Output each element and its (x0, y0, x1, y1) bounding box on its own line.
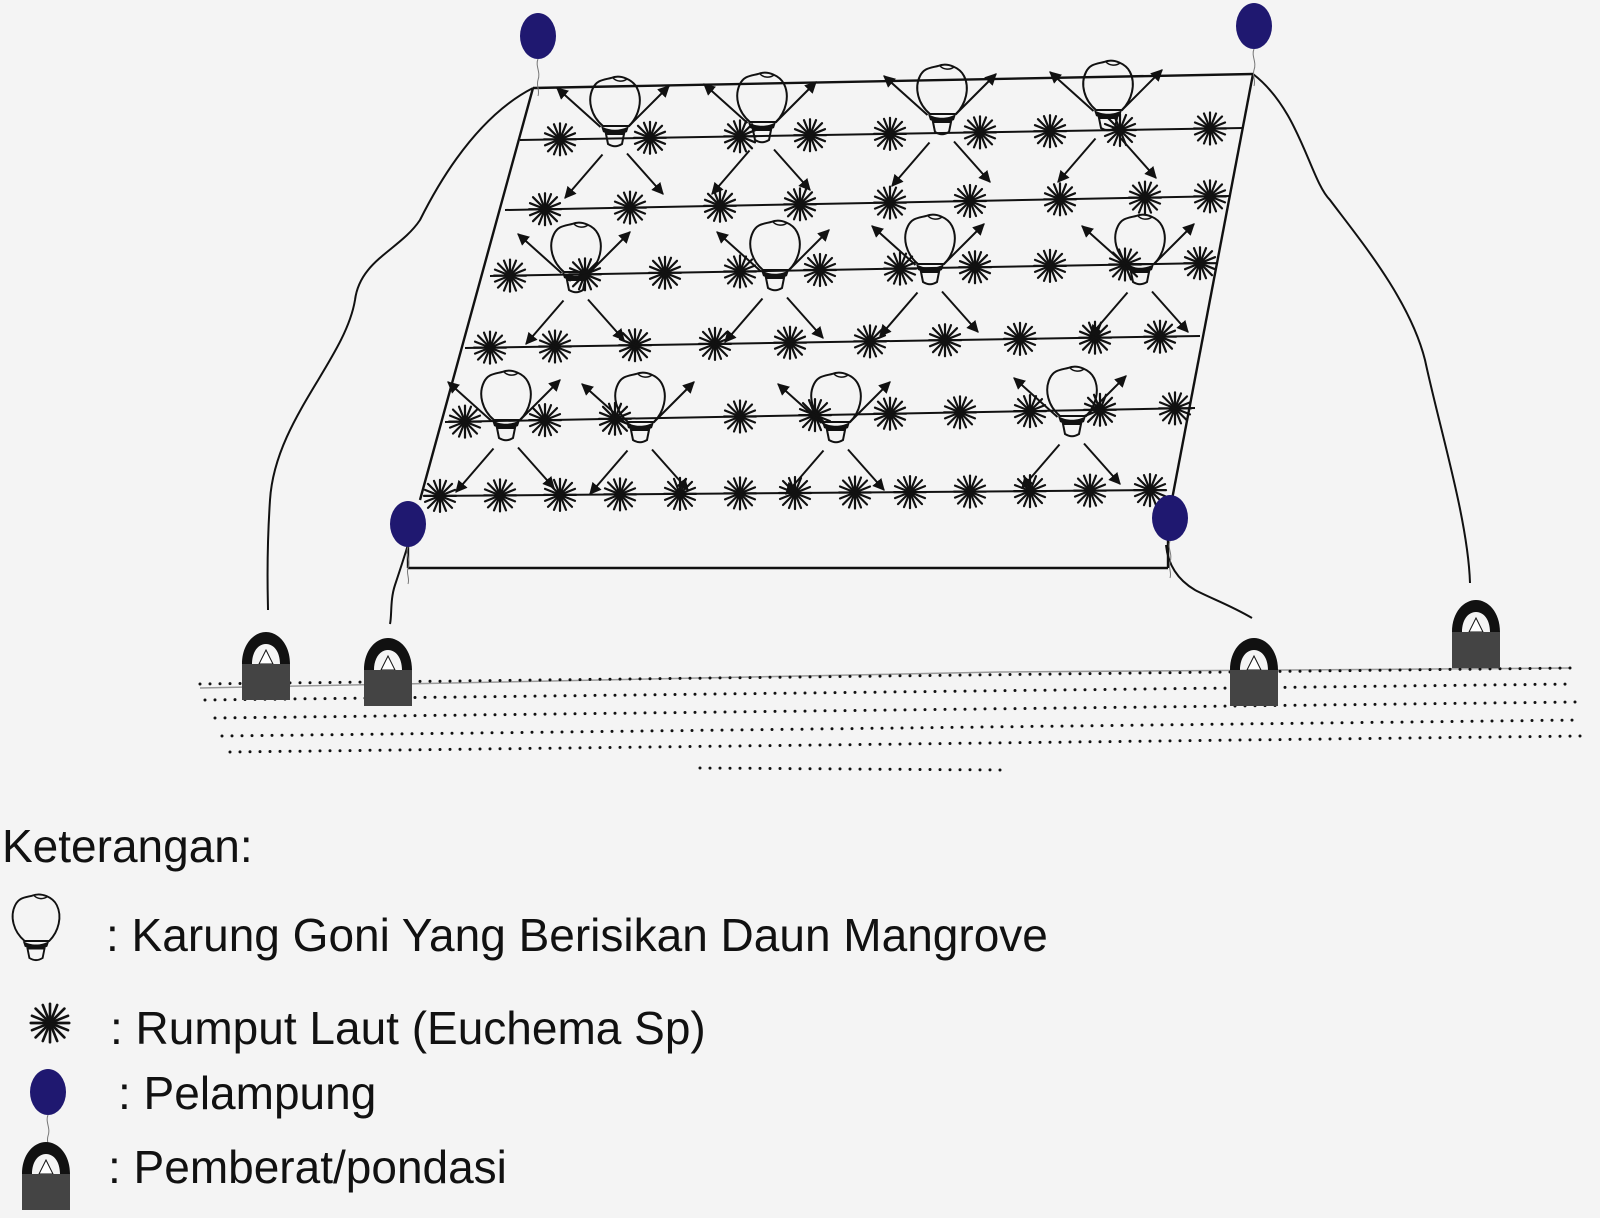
seaweed-icon (1072, 473, 1108, 508)
sack-icon (916, 63, 968, 136)
seaweed-icon (697, 326, 733, 361)
legend-label: : Karung Goni Yang Berisikan Daun Mangro… (106, 909, 1048, 961)
legend-label: : Rumput Laut (Euchema Sp) (110, 1002, 706, 1054)
seaweed-icon (1142, 319, 1178, 354)
seaweed-icon (952, 183, 988, 219)
seaweed-icon (942, 395, 978, 430)
seaweed-icon (422, 478, 458, 513)
seaweed-icon (1032, 248, 1068, 283)
anchor-weights (241, 599, 1501, 707)
seaweed-icon (722, 254, 758, 289)
frame (406, 72, 1255, 570)
legend-item-float: : Pelampung (0, 1064, 1200, 1144)
seaweed-icon (537, 329, 573, 364)
seaweed-icon (782, 187, 818, 222)
legend-label: : Pelampung (118, 1067, 377, 1119)
anchor-weight-icon (1451, 599, 1501, 669)
seaweed-icon (722, 399, 758, 434)
seaweed-icon (872, 396, 908, 431)
seaweed-icon (1192, 179, 1228, 214)
floats (389, 2, 1273, 585)
sack-icon (11, 893, 61, 962)
seaweed-icon (1127, 180, 1163, 215)
seaweed-icon (602, 477, 638, 512)
seaweed-layer (422, 111, 1228, 513)
rope-lines (424, 127, 1244, 497)
sack-icon (614, 371, 666, 444)
seaweed-icon (872, 116, 908, 151)
seaweed-icon (492, 258, 528, 293)
seaweed-icon (892, 475, 928, 510)
anchor-ropes (266, 73, 1471, 625)
seaweed-icon (542, 122, 578, 157)
seaweed-icon (702, 188, 738, 223)
anchor-weight-icon (21, 1141, 71, 1211)
seaweed-icon (527, 403, 563, 438)
rope-line (464, 335, 1201, 349)
seaweed-icon (527, 192, 563, 227)
seaweed-icon (1012, 394, 1048, 429)
legend-item-weight: : Pemberat/pondasi (0, 1138, 1200, 1218)
seaweed-icon (472, 330, 508, 365)
anchor-weight-icon (1229, 637, 1279, 707)
seaweed-icon (952, 474, 988, 509)
float-icon (519, 12, 557, 97)
seaweed-icon (852, 324, 888, 359)
seaweed-icon (837, 475, 873, 510)
legend-item-seaweed: : Rumput Laut (Euchema Sp) (0, 995, 1200, 1075)
seaweed-icon (1032, 114, 1068, 149)
seaweed-icon (29, 1002, 71, 1044)
legend-label: : Pemberat/pondasi (108, 1141, 507, 1193)
sack-layer (447, 59, 1195, 495)
seaweed-icon (482, 478, 518, 513)
seaweed-icon (962, 115, 998, 150)
seaweed-icon (772, 325, 808, 360)
seaweed-icon (447, 404, 483, 439)
seaweed-farm-diagram (198, 2, 1582, 772)
seaweed-icon (777, 475, 813, 511)
legend-title: Keterangan: (2, 820, 253, 872)
seaweed-icon (1192, 111, 1228, 146)
sack-icon (480, 369, 532, 442)
float-icon (389, 500, 427, 585)
seaweed-icon (1082, 392, 1118, 427)
seaweed-icon (662, 476, 698, 511)
seaweed-icon (1002, 321, 1038, 356)
anchor-weight-icon (241, 631, 291, 701)
seaweed-icon (647, 255, 683, 290)
seaweed-icon (802, 252, 838, 288)
seaweed-icon (927, 323, 963, 358)
seaweed-icon (1077, 320, 1113, 355)
seaweed-icon (1042, 182, 1078, 217)
sack-icon (1046, 365, 1098, 438)
seaweed-icon (792, 118, 828, 153)
float-icon (29, 1068, 67, 1144)
seaweed-icon (542, 477, 578, 512)
seaweed-icon (1157, 391, 1193, 426)
anchor-weight-icon (363, 637, 413, 707)
rope-line (489, 262, 1211, 277)
seaweed-icon (612, 190, 648, 225)
seaweed-icon (1182, 246, 1218, 281)
seaweed-icon (617, 328, 653, 363)
sack-icon (749, 219, 801, 292)
seaweed-icon (597, 401, 633, 436)
seaweed-icon (872, 185, 908, 220)
float-icon (1151, 494, 1189, 579)
seaweed-icon (722, 476, 758, 511)
legend-item-sack: : Karung Goni Yang Berisikan Daun Mangro… (0, 890, 1200, 970)
sack-icon (1114, 213, 1166, 286)
seaweed-icon (957, 250, 993, 285)
seaweed-icon (632, 120, 668, 155)
sack-icon (1082, 59, 1134, 132)
